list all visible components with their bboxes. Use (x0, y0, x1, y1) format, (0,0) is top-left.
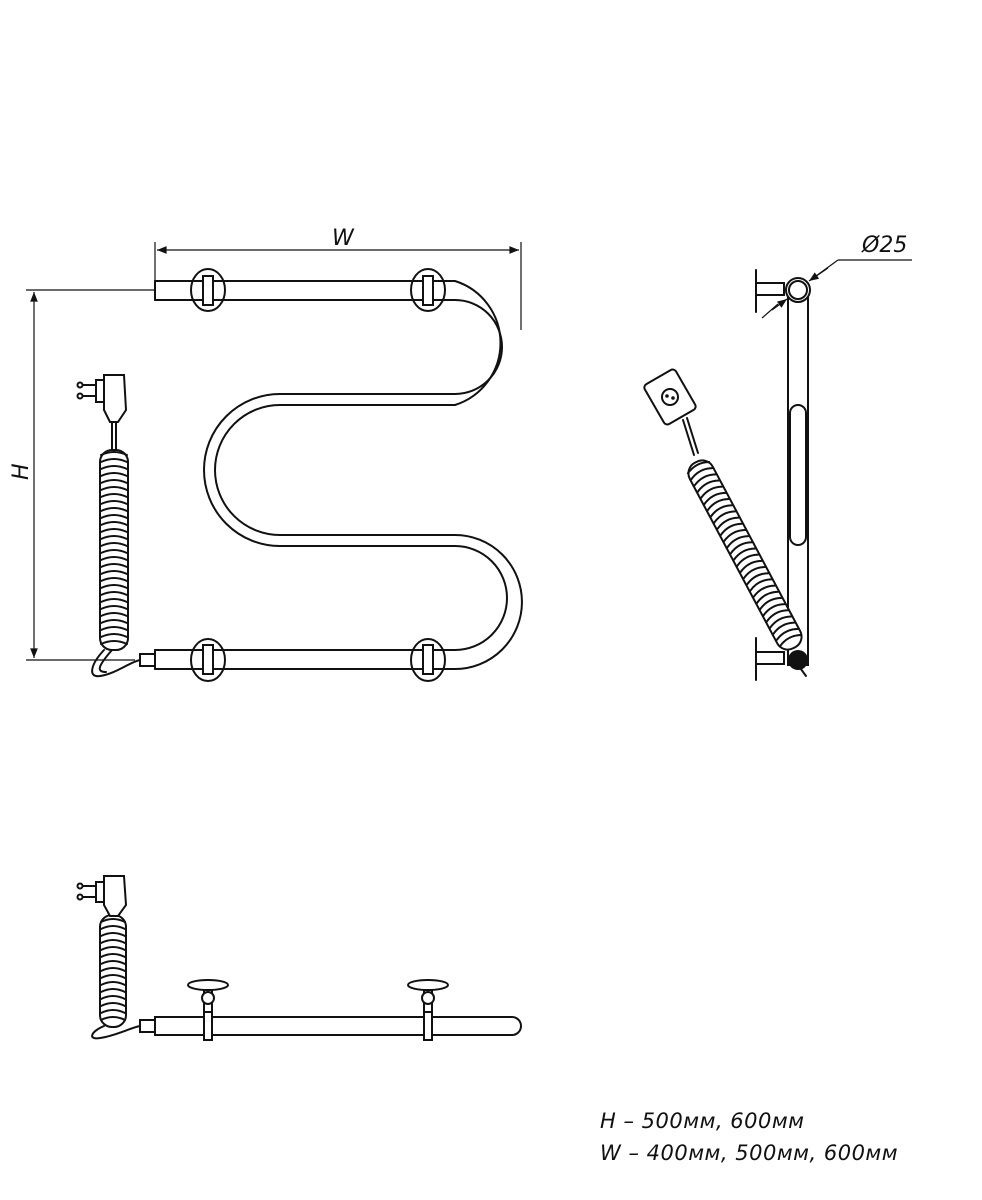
plug-icon (76, 374, 128, 423)
wall-flanges-front (190, 268, 446, 682)
width-label: W (332, 226, 355, 251)
width-spec: W – 400мм, 500мм, 600мм (600, 1141, 899, 1165)
size-specifications: H – 500мм, 600мм W – 400мм, 500мм, 600мм (600, 1105, 898, 1169)
dimension-height: H (9, 289, 155, 661)
pipe-clamps-front (202, 275, 434, 675)
coiled-cable-front (91, 419, 141, 678)
dimension-diameter: Ø25 (761, 233, 912, 319)
height-spec: H – 500мм, 600мм (600, 1109, 805, 1133)
top-view (76, 875, 522, 1041)
height-label: H (9, 463, 34, 480)
coiled-cable-top (91, 914, 141, 1040)
side-view: Ø25 (643, 233, 912, 681)
socket-icon (643, 368, 697, 426)
pipe-outer-edge (154, 280, 523, 670)
coiled-cable-side (686, 459, 803, 651)
plug-icon-top (76, 875, 128, 917)
dimension-width: W (154, 226, 522, 330)
front-view: W H (9, 226, 523, 682)
pipe-inner-edge (154, 299, 508, 651)
diameter-label: Ø25 (861, 233, 907, 258)
